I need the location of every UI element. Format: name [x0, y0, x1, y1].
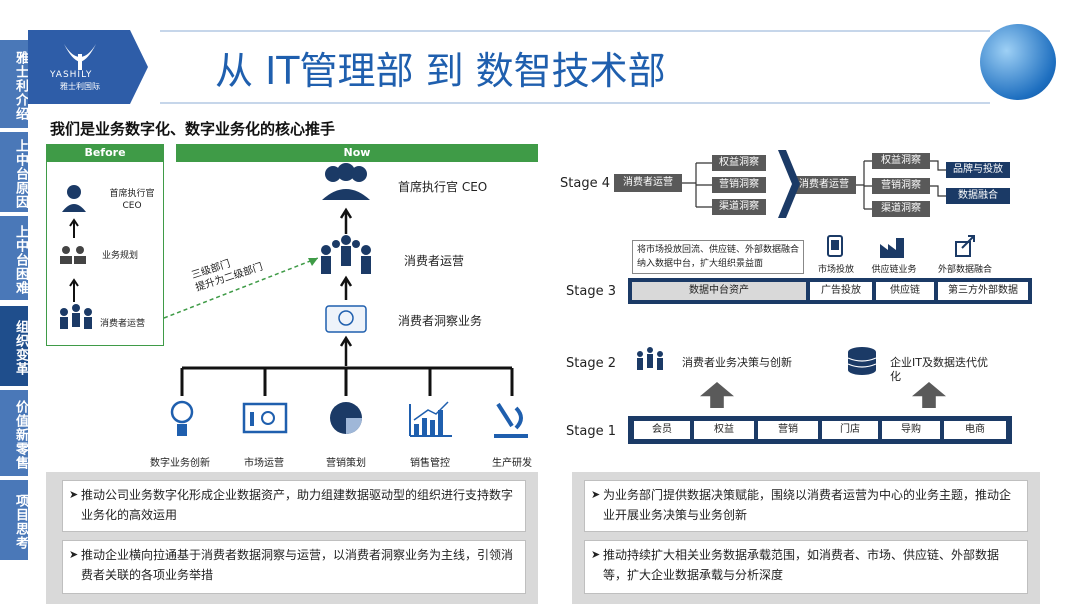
now-ceo-icon	[322, 163, 370, 200]
chevron-right-icon	[778, 150, 800, 218]
left-panel-point-2: ➤推动企业横向拉通基于消费者数据洞察与运营，以消费者洞察业务为主线，引领消费者关…	[62, 540, 526, 594]
s4-left-item-2: 营销洞察	[712, 177, 766, 193]
s3-cell-thirdparty: 第三方外部数据	[938, 282, 1028, 300]
before-heading: Before	[46, 144, 164, 162]
logo-text-en: YASHILY	[50, 70, 93, 80]
s4-left-item-1: 权益洞察	[712, 155, 766, 171]
sidebar-item-value-retail[interactable]: 价值新零售	[0, 390, 28, 476]
s4-right-root: 消费者运营	[792, 176, 856, 194]
s4-left-item-3: 渠道洞察	[712, 199, 766, 215]
before-consumer-ops-label: 消费者运营	[100, 319, 146, 329]
s1-cell-ecommerce: 电商	[944, 421, 1006, 439]
s1-cell-store: 门店	[822, 421, 878, 439]
before-consumer-icon	[60, 304, 92, 329]
before-planning-icon	[60, 246, 86, 264]
market-screen-icon	[242, 402, 288, 434]
s3-note: 将市场投放回流、供应链、外部数据融合纳入数据中台，扩大组织景益面	[632, 240, 804, 274]
logo-block	[28, 30, 148, 104]
section-subtitle: 我们是业务数字化、数字业务化的核心推手	[50, 120, 336, 138]
before-planning-label: 业务规划	[102, 251, 139, 261]
s4-left-root: 消费者运营	[614, 174, 682, 192]
insight-icon	[325, 305, 367, 333]
before-arrow-2	[69, 278, 79, 302]
s4-right-item-2: 营销洞察	[872, 178, 930, 194]
export-icon	[955, 235, 975, 257]
function-label-production: 生产研发	[492, 458, 532, 469]
before-arrow-1	[69, 218, 79, 238]
database-icon	[847, 347, 877, 375]
sidebar-item-reason[interactable]: 上中台原因	[0, 132, 28, 212]
s3-cell-supply: 供应链	[876, 282, 934, 300]
right-panel-point-2: ➤推动持续扩大相关业务数据承载范围，如消费者、市场、供应链、外部数据等，扩大企业…	[584, 540, 1028, 594]
now-ceo-label: 首席执行官 CEO	[398, 180, 488, 194]
s4-right-item-3: 渠道洞察	[872, 201, 930, 217]
microscope-icon	[494, 402, 528, 438]
function-label-marketing: 营销策划	[326, 458, 366, 469]
s4-output-brand: 品牌与投放	[946, 162, 1010, 178]
now-arrow-3	[339, 335, 353, 366]
phone-icon	[827, 235, 843, 257]
globe-icon	[980, 24, 1056, 100]
s3-icon-label-supply: 供应链业务	[871, 265, 917, 275]
s1-cell-member: 会员	[634, 421, 690, 439]
s1-cell-guide: 导购	[882, 421, 940, 439]
stage-3-label: Stage 3	[566, 284, 616, 299]
chevron-right-icon: ➤	[591, 488, 601, 501]
logo-text-cn: 雅士利国际	[60, 82, 100, 91]
s3-cell-datahub: 数据中台资产	[632, 282, 806, 300]
right-panel-point-1: ➤为业务部门提供数据决策赋能，围绕以消费者运营为中心的业务主题，推动企业开展业务…	[584, 480, 1028, 532]
factory-icon	[880, 238, 904, 258]
chevron-right-icon: ➤	[591, 548, 601, 561]
now-consumer-icon	[321, 235, 371, 274]
page-title: 从 IT管理部 到 数智技术部	[215, 49, 666, 93]
sidebar-nav: 雅士利介绍 上中台原因 上中台困难 组织变革 价值新零售 项目思考	[0, 40, 28, 608]
s4-right-item-1: 权益洞察	[872, 153, 930, 169]
function-label-digital: 数字业务创新	[150, 458, 210, 469]
s3-icon-label-external: 外部数据融合	[937, 265, 992, 275]
s1-cell-rights: 权益	[694, 421, 754, 439]
logo-icon	[64, 44, 96, 70]
s3-icon-label-ad: 市场投放	[817, 265, 854, 275]
now-arrow-2	[339, 275, 353, 300]
sidebar-item-difficulty[interactable]: 上中台困难	[0, 216, 28, 300]
tree-branches	[180, 368, 514, 396]
chevron-right-icon: ➤	[69, 548, 79, 561]
sidebar-item-thoughts[interactable]: 项目思考	[0, 480, 28, 560]
sidebar-item-org-change[interactable]: 组织变革	[0, 306, 28, 386]
people-icon	[637, 347, 663, 370]
s2-left-text: 消费者业务决策与创新	[682, 356, 792, 369]
s4-output-fusion: 数据融合	[946, 188, 1010, 204]
bar-chart-icon	[409, 401, 452, 437]
s1-cell-marketing: 营销	[758, 421, 818, 439]
now-heading: Now	[176, 144, 538, 162]
sidebar-item-intro[interactable]: 雅士利介绍	[0, 40, 28, 128]
now-consumer-ops-label: 消费者运营	[404, 254, 465, 268]
function-label-sales: 销售管控	[410, 458, 450, 469]
now-insight-label: 消费者洞察业务	[398, 314, 483, 328]
stage-2-label: Stage 2	[566, 356, 616, 371]
chevron-right-icon: ➤	[69, 488, 79, 501]
title-frame	[160, 30, 990, 104]
now-arrow-1	[339, 207, 353, 234]
bulb-icon	[170, 400, 194, 436]
before-ceo-icon	[62, 185, 86, 212]
pie-chart-icon	[330, 402, 362, 434]
before-ceo-label: 首席执行官 CEO	[109, 189, 155, 211]
stage-1-label: Stage 1	[566, 424, 616, 439]
left-panel-point-1: ➤推动公司业务数字化形成企业数据资产，助力组建数据驱动型的组织进行支持数字业务化…	[62, 480, 526, 532]
stage-4-label: Stage 4	[560, 176, 610, 191]
function-label-market: 市场运营	[244, 458, 284, 469]
s2-right-text: 企业IT及数据迭代优化	[890, 356, 988, 383]
s3-cell-ads: 广告投放	[810, 282, 872, 300]
